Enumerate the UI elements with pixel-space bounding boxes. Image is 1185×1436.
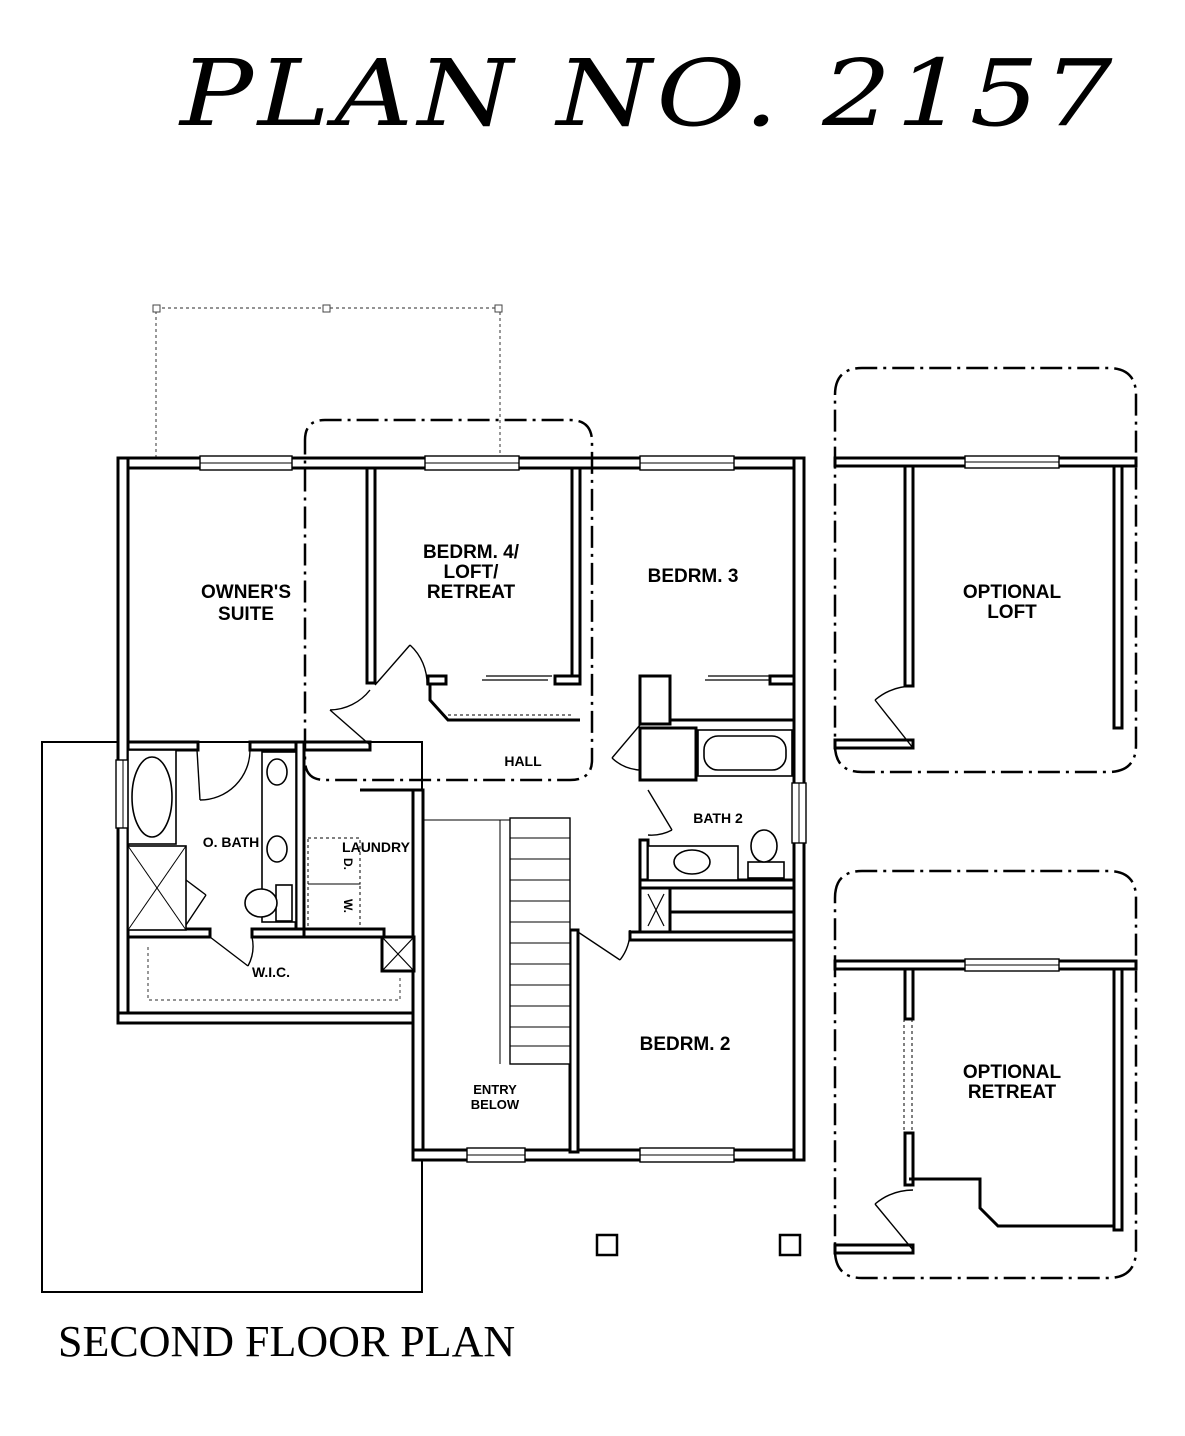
room-label-optional-retreat: RETREAT <box>968 1082 1057 1103</box>
room-label-entry-below: BELOW <box>471 1097 520 1112</box>
room-label-owners-suite: SUITE <box>218 604 274 625</box>
doors <box>185 644 673 967</box>
stairs <box>424 817 571 1065</box>
room-label-optional-loft: LOFT <box>987 602 1037 623</box>
wic-shelf <box>147 947 401 1001</box>
windows <box>115 455 807 1163</box>
room-label-wic: W.I.C. <box>252 964 290 980</box>
room-label-bedroom-4: BEDRM. 4/ <box>423 542 520 563</box>
room-label-washer: W. <box>341 899 355 913</box>
room-label-laundry: LAUNDRY <box>342 839 411 855</box>
plan-caption: SECOND FLOOR PLAN <box>58 1317 516 1366</box>
porch-post <box>778 1233 802 1257</box>
optional-loft-inset <box>833 366 1138 774</box>
optional-retreat-inset <box>833 869 1138 1280</box>
room-label-optional-retreat: OPTIONAL <box>963 1062 1062 1083</box>
room-label-hall: HALL <box>504 753 542 769</box>
room-label-bedroom-2: BEDRM. 2 <box>640 1034 731 1055</box>
laundry-appliances <box>307 837 361 929</box>
room-label-bedroom-4: RETREAT <box>427 582 516 603</box>
porch-post <box>595 1233 619 1257</box>
room-label-owners-bath: O. BATH <box>203 834 260 850</box>
room-label-entry-below: ENTRY <box>473 1082 517 1097</box>
deck-outline <box>152 304 503 458</box>
room-label-owners-suite: OWNER'S <box>201 582 291 603</box>
room-label-optional-loft: OPTIONAL <box>963 582 1062 603</box>
bath2-fixtures <box>647 729 793 881</box>
room-label-bedroom-4: LOFT/ <box>444 562 500 583</box>
owners-bath-fixtures <box>127 749 297 931</box>
plan-title: PLAN NO. 2157 <box>180 40 1118 147</box>
room-label-bath-2: BATH 2 <box>693 810 743 826</box>
room-label-bedroom-3: BEDRM. 3 <box>648 566 739 587</box>
optional-boundary-main <box>303 418 594 782</box>
room-label-dryer: D. <box>341 858 355 870</box>
